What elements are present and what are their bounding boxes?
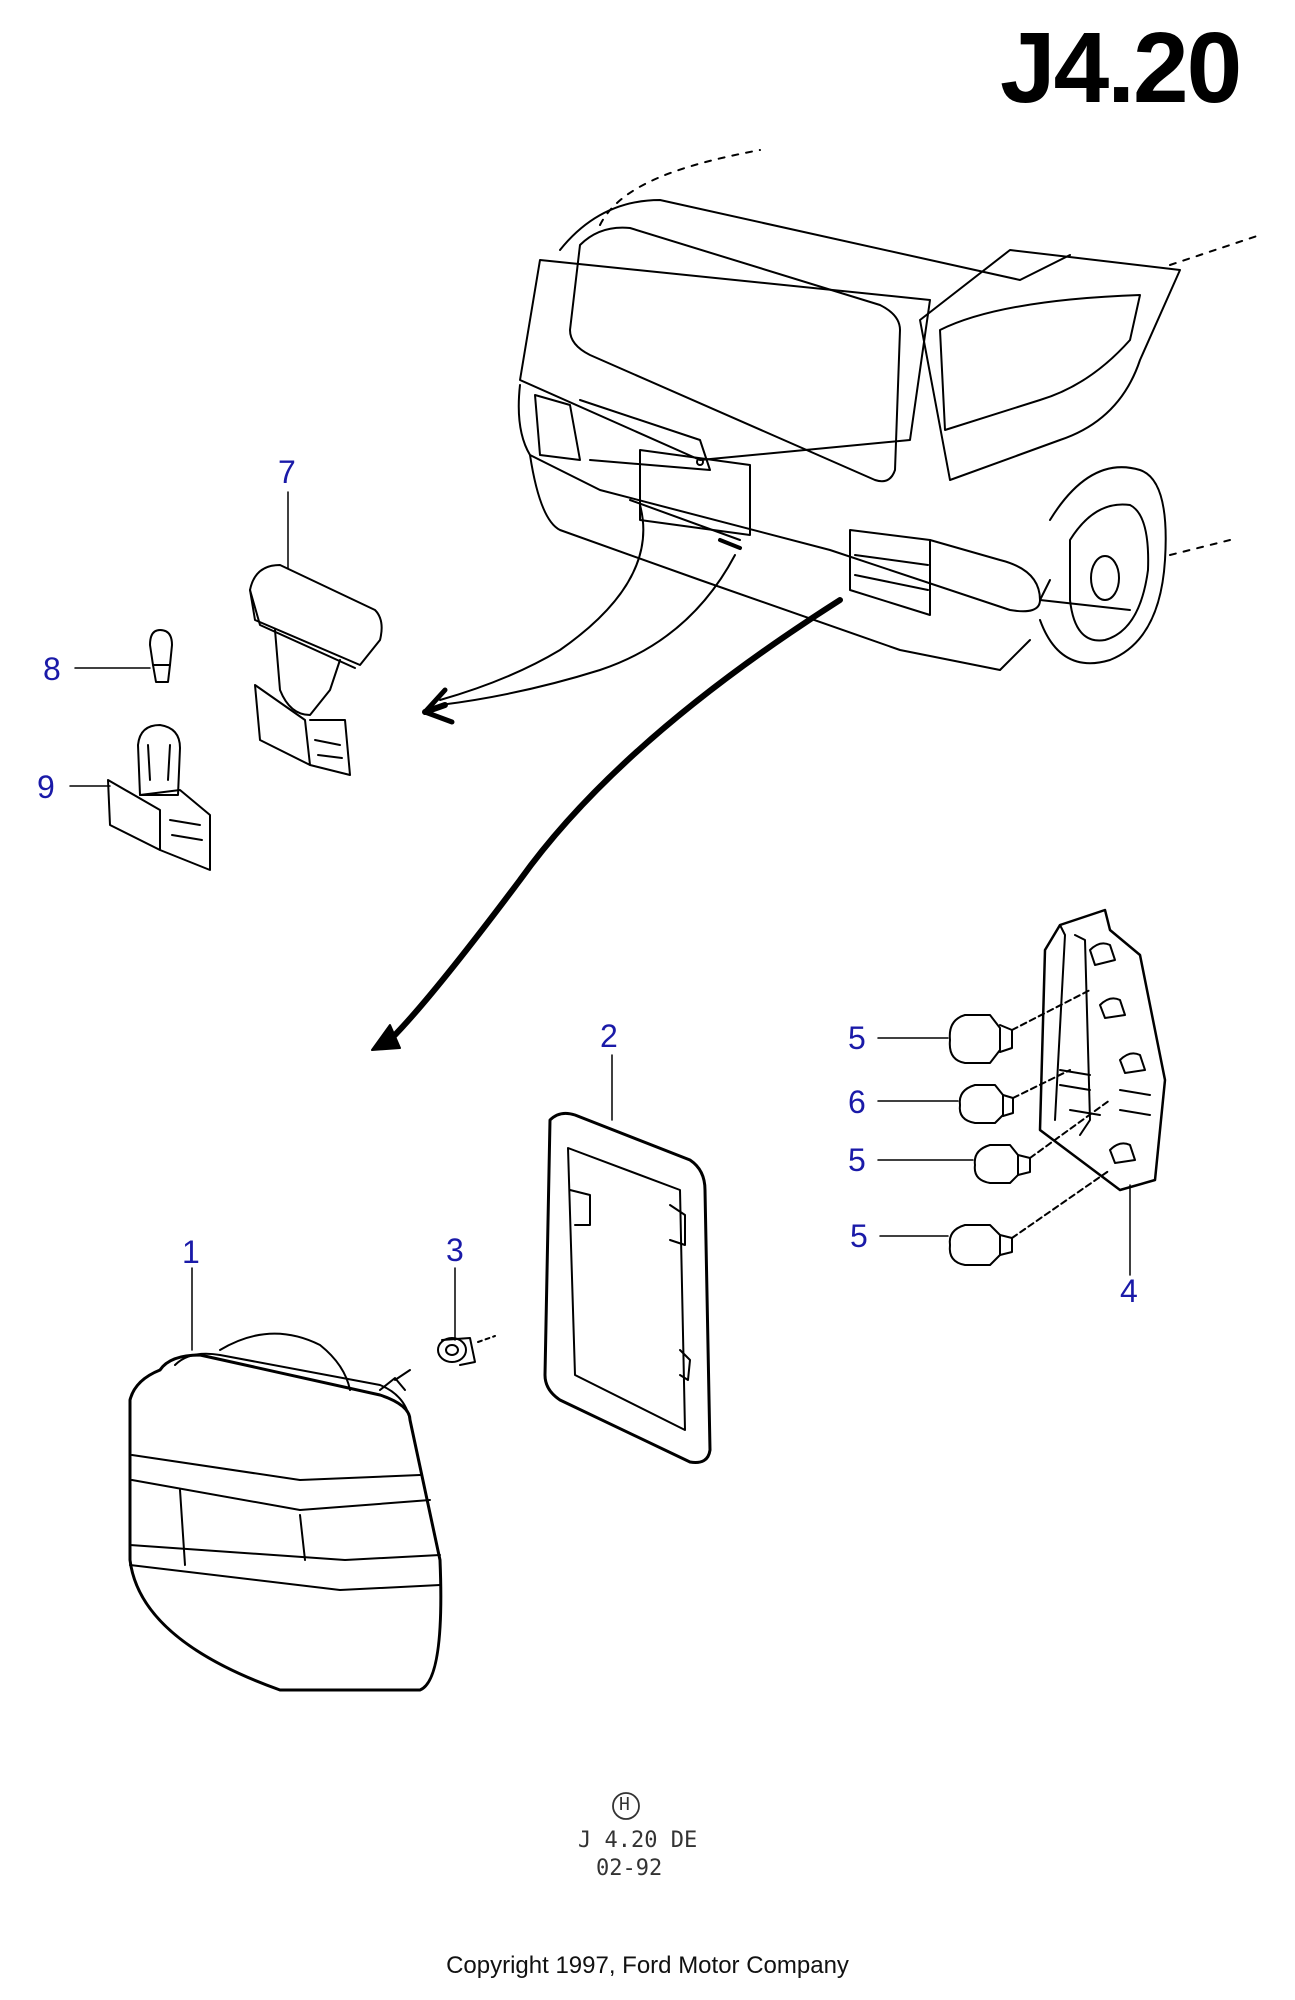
callout-5-bottom: 5 xyxy=(850,1218,868,1254)
part-8-bulb xyxy=(149,629,173,683)
callout-3: 3 xyxy=(446,1232,464,1268)
callout-6: 6 xyxy=(848,1084,866,1120)
part-4-bulb-carrier xyxy=(1038,908,1167,1192)
callout-7: 7 xyxy=(278,454,296,490)
copyright-notice: Copyright 1997, Ford Motor Company xyxy=(446,1952,849,1979)
part-2-gasket xyxy=(543,1111,712,1464)
callout-5-top: 5 xyxy=(848,1020,866,1056)
leader-lines xyxy=(69,491,1131,1351)
drawing-code: J 4.20 DE xyxy=(578,1828,698,1853)
part-9-bulb-holder xyxy=(107,724,211,871)
callout-8: 8 xyxy=(43,651,61,687)
vehicle-rear-illustration xyxy=(517,149,1261,671)
page-code: J4.20 xyxy=(1000,12,1242,124)
callout-5-middle: 5 xyxy=(848,1142,866,1178)
callout-2: 2 xyxy=(600,1018,618,1054)
callout-9: 9 xyxy=(37,769,55,805)
part-7-license-lamp xyxy=(249,564,383,776)
part-1-rear-lamp xyxy=(128,1332,443,1692)
callout-4: 4 xyxy=(1120,1273,1138,1309)
drawing-date: 02-92 xyxy=(596,1856,663,1881)
bulbs-5-6 xyxy=(948,989,1111,1266)
assembly-arrows xyxy=(371,504,843,1051)
callout-1: 1 xyxy=(182,1234,200,1270)
part-3-clip xyxy=(437,1335,496,1366)
footer-symbol: H xyxy=(619,1794,630,1815)
